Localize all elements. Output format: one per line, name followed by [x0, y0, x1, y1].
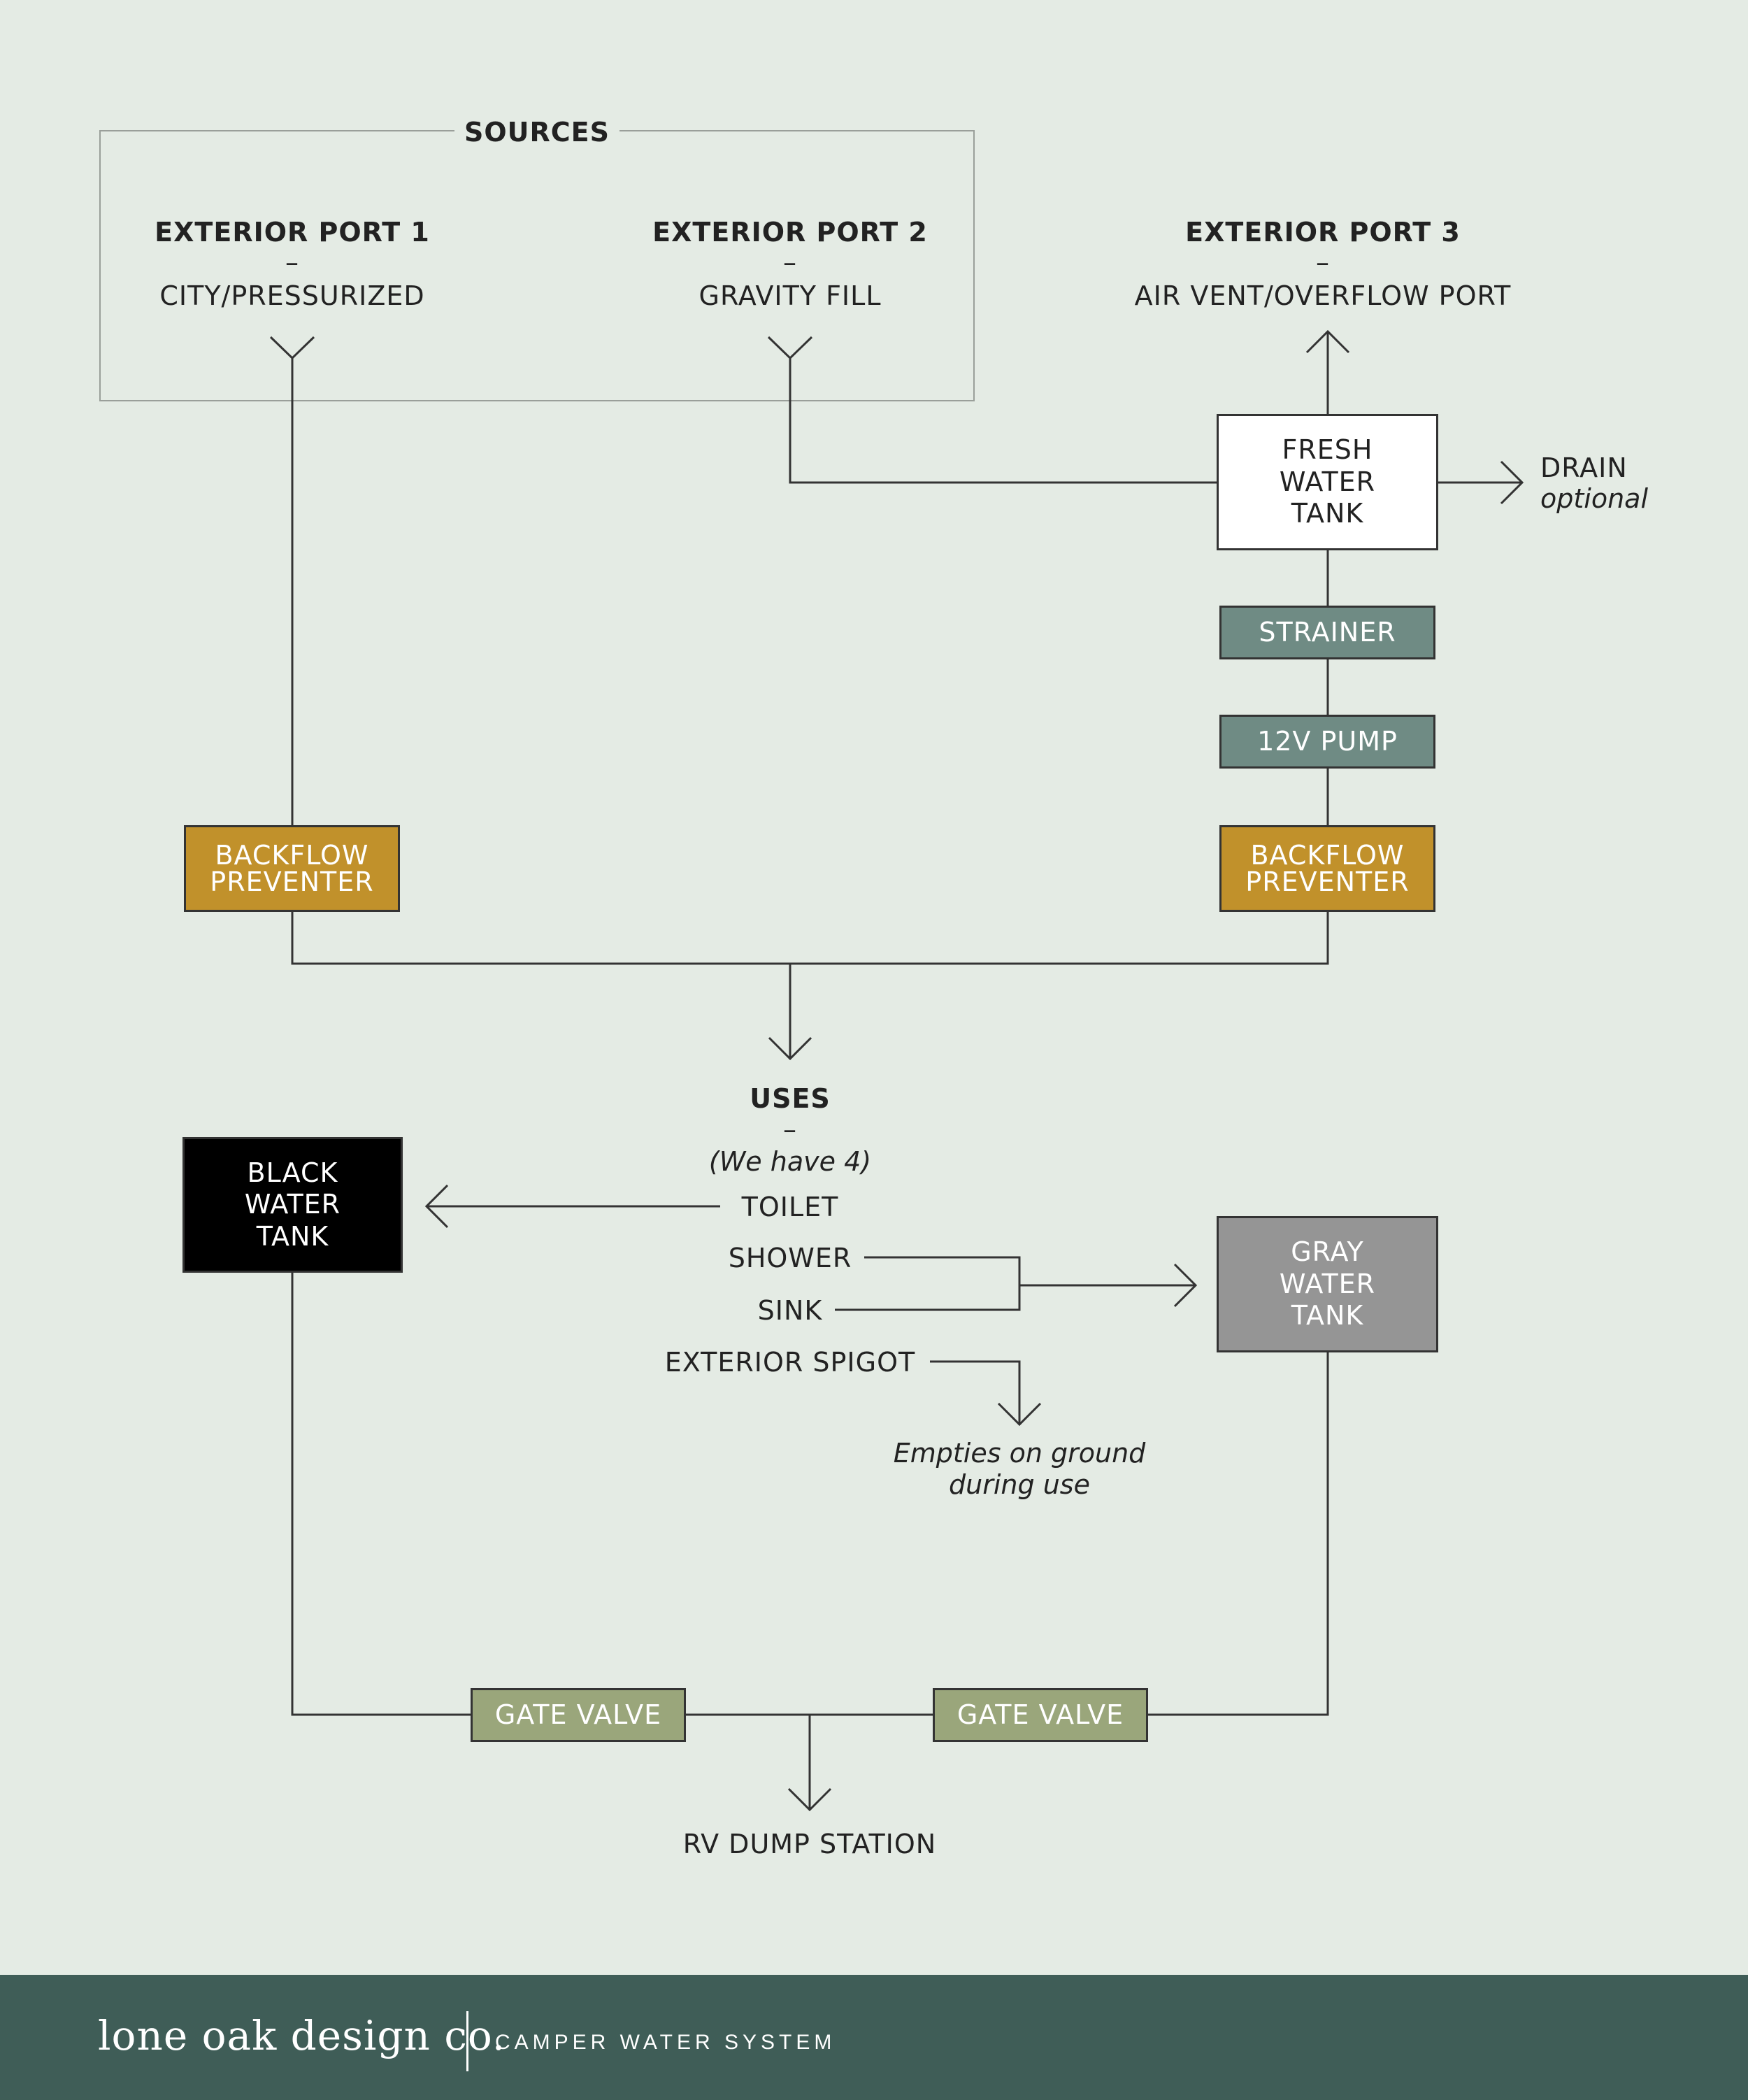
gray-water-tank: GRAY WATER TANK — [1217, 1216, 1438, 1352]
drain-note: optional — [1540, 483, 1649, 514]
fresh-tank-line3: TANK — [1291, 498, 1364, 529]
gate-valve-left: GATE VALVE — [471, 1688, 686, 1742]
connector-lines — [99, 130, 1524, 1812]
water-system-diagram: SOURCES EXTERIOR PORT 1 – CITY/PRESSURIZ… — [99, 117, 1649, 1859]
uses-count-note: (We have 4) — [708, 1146, 872, 1177]
backflow-left-line2: PREVENTER — [210, 866, 374, 897]
dump-arrow-head — [787, 1787, 832, 1812]
footer-bar: lone oak design co. CAMPER WATER SYSTEM — [0, 1975, 1748, 2100]
black-tank-line1: BLACK — [247, 1157, 338, 1188]
strainer-label: STRAINER — [1259, 616, 1396, 648]
pump: 12V PUMP — [1219, 715, 1435, 769]
sources-frame — [99, 130, 975, 401]
port2-inlet-symbol — [767, 336, 813, 360]
port3-subtitle: AIR VENT/OVERFLOW PORT — [1134, 280, 1512, 311]
footer-divider — [466, 2011, 468, 2071]
uses-dash: – — [783, 1114, 797, 1145]
brand-logo-text: lone oak design co. — [98, 2012, 506, 2059]
uses-title: USES — [750, 1083, 831, 1114]
use-shower: SHOWER — [728, 1243, 852, 1273]
fresh-tank-line1: FRESH — [1282, 434, 1373, 466]
black-tank-line3: TANK — [256, 1220, 329, 1252]
drain-label: DRAIN — [1540, 452, 1628, 483]
port3-title: EXTERIOR PORT 3 — [1185, 217, 1461, 248]
port1-dash: – — [285, 247, 299, 278]
backflow-preventer-left: BACKFLOW PREVENTER — [184, 825, 400, 912]
spigot-arrow-head — [997, 1402, 1042, 1427]
use-exterior-spigot: EXTERIOR SPIGOT — [664, 1347, 916, 1378]
backflow-left-line1: BACKFLOW — [215, 840, 369, 871]
strainer: STRAINER — [1219, 606, 1435, 659]
backflow-merge-line — [291, 912, 1329, 965]
gate-valve-left-label: GATE VALVE — [494, 1699, 662, 1730]
backflow-preventer-right: BACKFLOW PREVENTER — [1219, 825, 1435, 912]
port2-subtitle: GRAVITY FILL — [699, 280, 882, 311]
gray-tank-line3: TANK — [1291, 1300, 1364, 1331]
gray-tank-arrow-head — [1173, 1263, 1198, 1308]
backflow-right-line1: BACKFLOW — [1250, 840, 1405, 871]
port1-subtitle: CITY/PRESSURIZED — [159, 280, 425, 311]
port2-title: EXTERIOR PORT 2 — [652, 217, 928, 248]
gate-valve-right: GATE VALVE — [933, 1688, 1148, 1742]
spigot-note-line2: during use — [949, 1469, 1090, 1500]
uses-arrow-head — [768, 1036, 812, 1061]
port2-to-tank-line — [789, 358, 1217, 484]
black-water-tank: BLACK WATER TANK — [182, 1137, 403, 1273]
pump-label: 12V PUMP — [1257, 725, 1398, 757]
drain-arrow-head — [1500, 460, 1524, 505]
fresh-tank-line2: WATER — [1279, 466, 1376, 497]
spigot-line — [930, 1360, 1021, 1424]
shower-line — [864, 1256, 1021, 1310]
port1-inlet-symbol — [269, 336, 315, 360]
gray-tank-line2: WATER — [1279, 1268, 1376, 1299]
use-toilet: TOILET — [741, 1192, 839, 1222]
black-tank-line2: WATER — [244, 1189, 341, 1220]
port3-dash: – — [1316, 247, 1330, 278]
rv-dump-station: RV DUMP STATION — [682, 1829, 937, 1859]
footer-subtitle: CAMPER WATER SYSTEM — [495, 2031, 836, 2054]
port1-title: EXTERIOR PORT 1 — [155, 217, 430, 248]
black-tank-arrow-head — [424, 1184, 449, 1229]
gate-valve-right-label: GATE VALVE — [957, 1699, 1124, 1730]
sources-title: SOURCES — [464, 117, 610, 148]
port2-dash: – — [783, 247, 797, 278]
sink-line — [835, 1257, 1021, 1311]
gray-tank-drain-line — [1148, 1352, 1329, 1716]
spigot-note-line1: Empties on ground — [893, 1438, 1146, 1469]
fresh-water-tank: FRESH WATER TANK — [1217, 414, 1438, 550]
black-tank-drain-line — [291, 1273, 471, 1716]
use-sink: SINK — [757, 1295, 823, 1326]
backflow-right-line2: PREVENTER — [1245, 866, 1410, 897]
gray-tank-line1: GRAY — [1291, 1236, 1364, 1268]
port3-arrow-head — [1305, 329, 1350, 354]
